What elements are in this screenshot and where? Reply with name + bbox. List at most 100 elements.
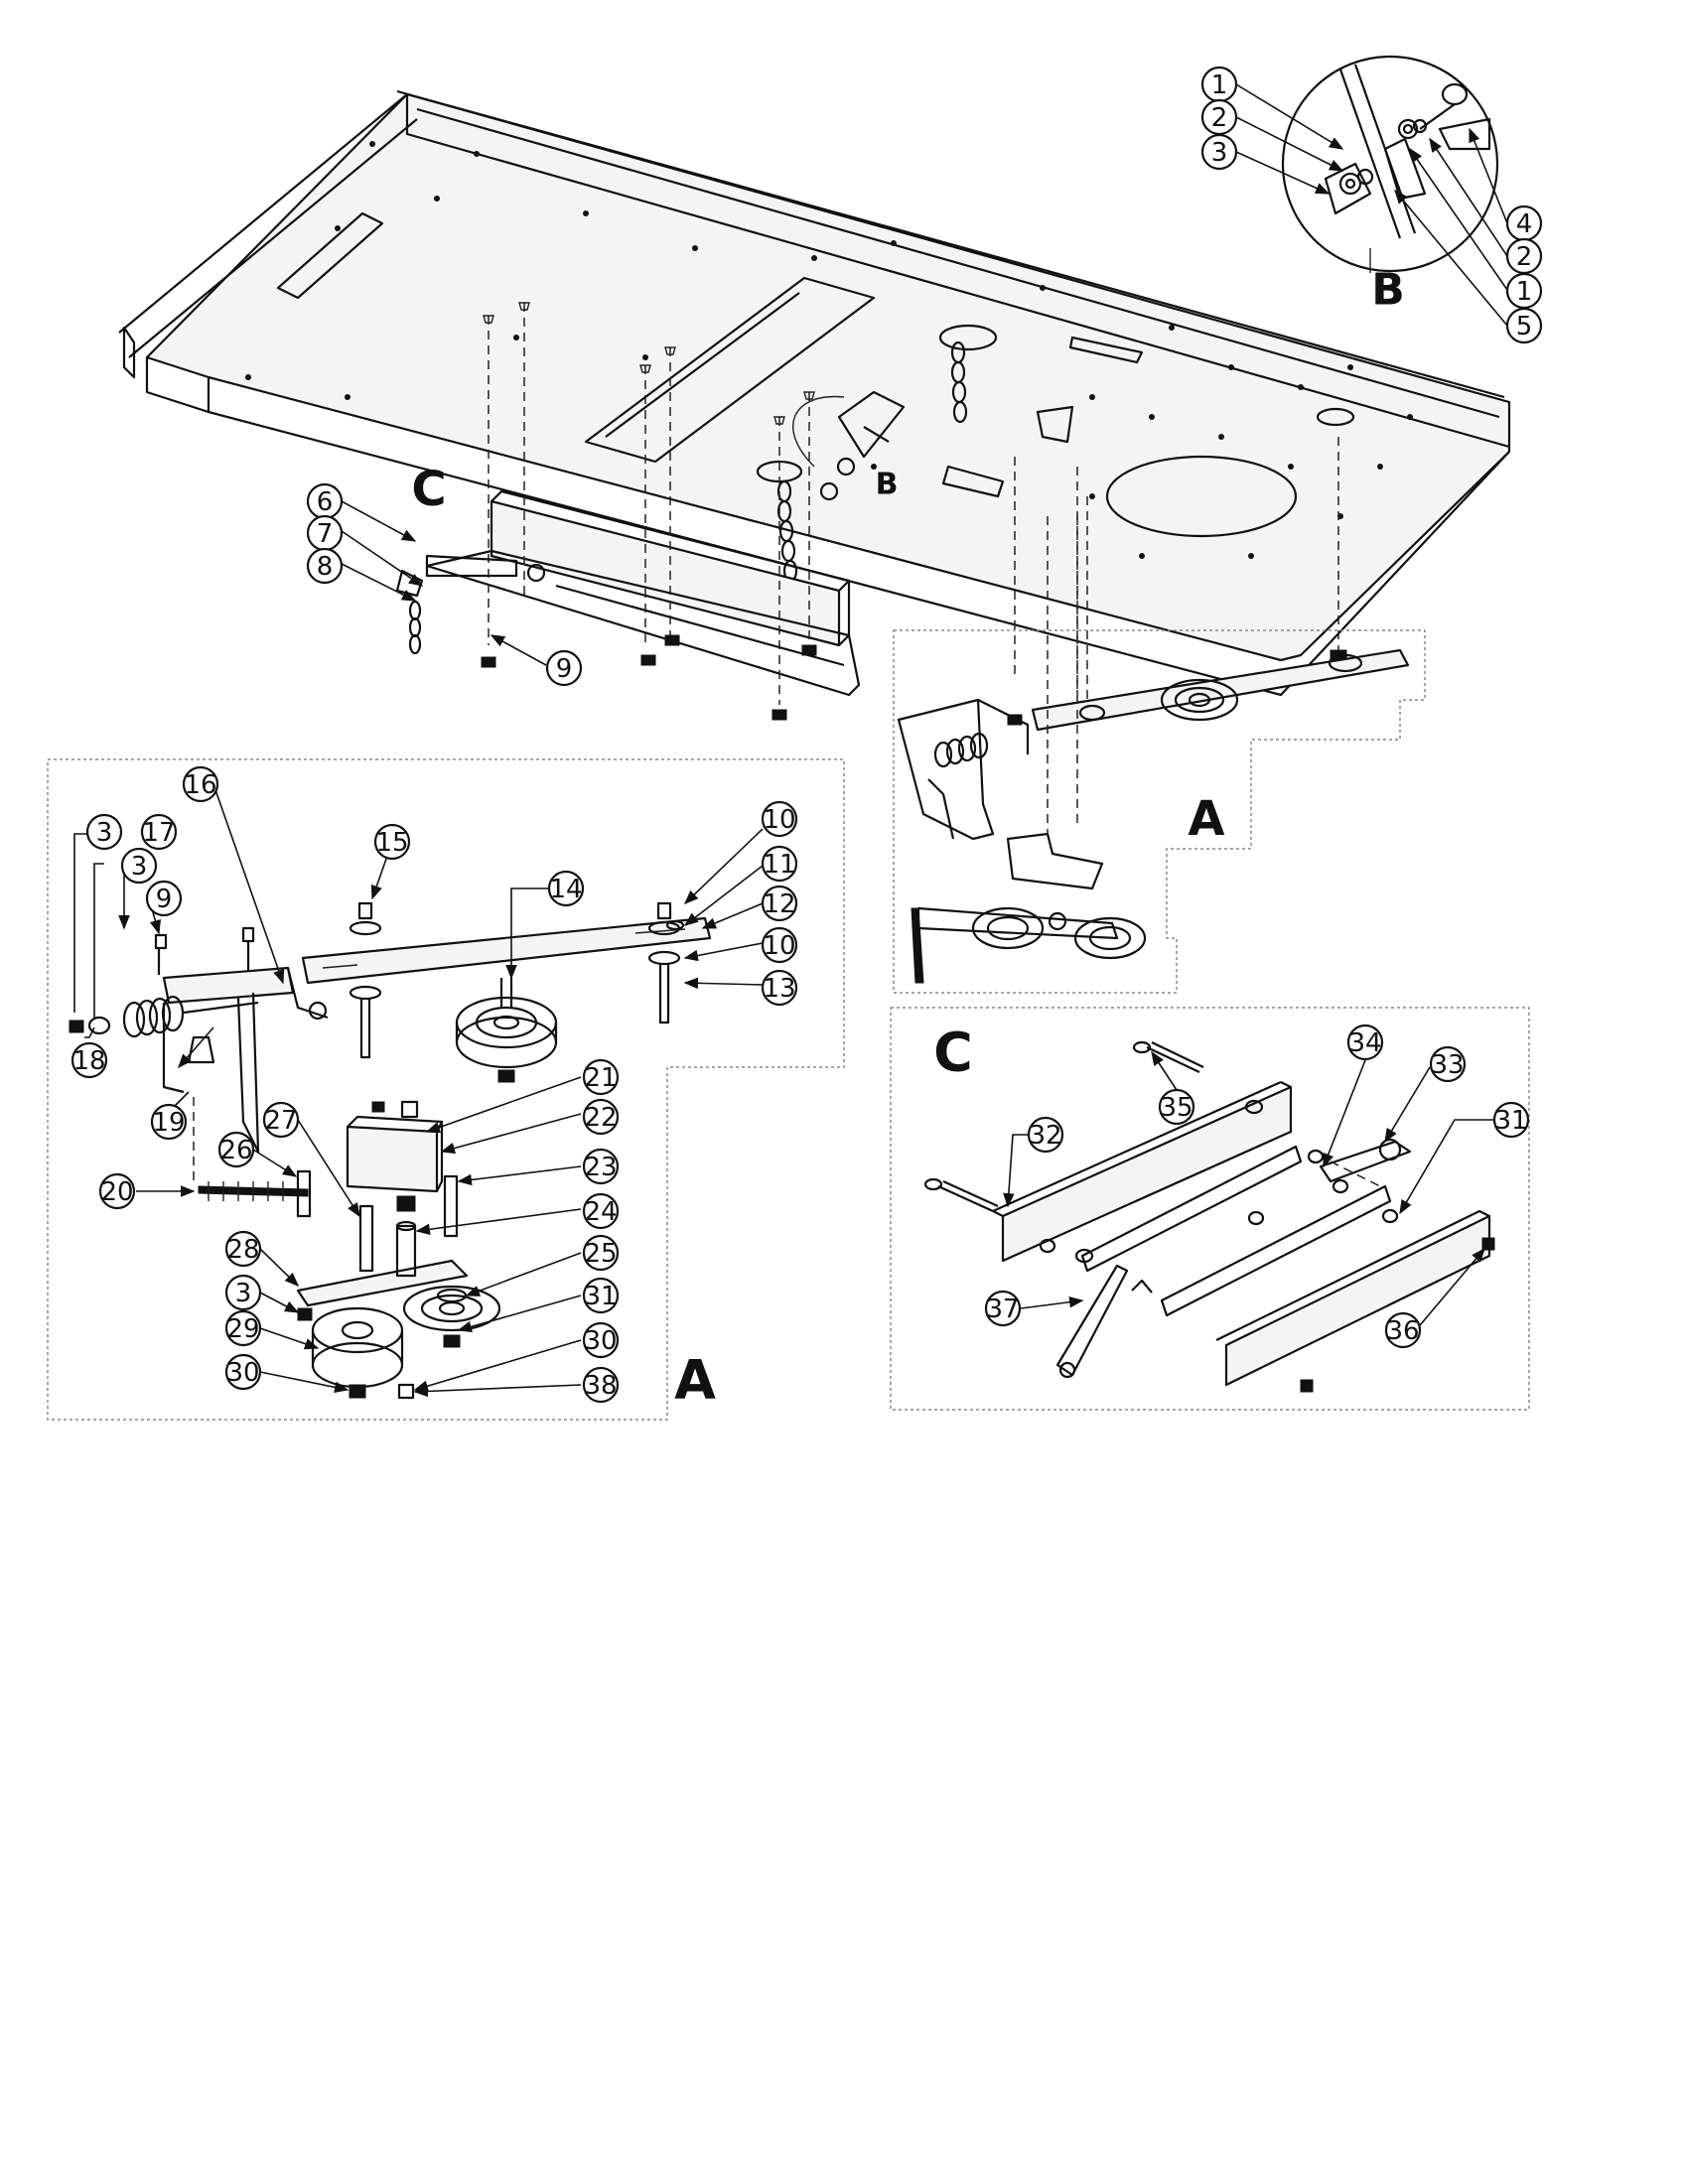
callout-a-13: 13 xyxy=(761,969,798,1007)
svg-text:11: 11 xyxy=(763,850,795,880)
callout-c-36: 36 xyxy=(1384,1311,1422,1349)
main-callouts: 6 7 8 9 xyxy=(306,482,583,687)
svg-text:17: 17 xyxy=(142,818,175,848)
detail-b-label: B xyxy=(1371,265,1405,316)
main-idler-arm xyxy=(1031,648,1410,732)
flat-pulley xyxy=(311,1306,404,1354)
callout-b-3: 3 xyxy=(1200,133,1238,171)
svg-text:4: 4 xyxy=(1516,209,1533,239)
svg-text:26: 26 xyxy=(219,1136,252,1165)
svg-text:1: 1 xyxy=(1516,277,1533,307)
svg-text:32: 32 xyxy=(1029,1121,1061,1151)
svg-text:5: 5 xyxy=(1516,312,1533,341)
detail-c-frame xyxy=(890,1007,1530,1411)
detail-a-callouts: 3 17 3 9 16 15 14 10 11 12 10 13 18 19 2… xyxy=(70,765,798,1412)
back-rail xyxy=(396,89,1510,449)
svg-text:23: 23 xyxy=(584,1153,617,1182)
svg-text:6: 6 xyxy=(317,487,334,517)
svg-text:19: 19 xyxy=(152,1108,185,1138)
v-pulley xyxy=(402,1285,501,1332)
callout-a-25: 25 xyxy=(582,1234,620,1272)
callout-a-10b: 10 xyxy=(761,926,798,964)
callout-c-35: 35 xyxy=(1158,1088,1195,1126)
callout-a-16: 16 xyxy=(182,765,219,803)
svg-text:8: 8 xyxy=(317,552,334,582)
callout-6: 6 xyxy=(306,482,344,520)
detail-a-frame xyxy=(47,758,845,1421)
callout-a-20: 20 xyxy=(98,1172,136,1210)
callout-c-33: 33 xyxy=(1429,1045,1467,1083)
svg-text:28: 28 xyxy=(226,1235,259,1265)
callout-a-23: 23 xyxy=(582,1148,620,1185)
callout-b-4: 4 xyxy=(1505,205,1543,242)
callout-a-17: 17 xyxy=(140,813,178,851)
svg-text:15: 15 xyxy=(375,828,408,858)
detail-b-callouts: 1 2 3 4 2 1 5 B xyxy=(1200,66,1543,344)
svg-text:7: 7 xyxy=(317,519,334,549)
chain-right xyxy=(950,341,968,424)
svg-text:3: 3 xyxy=(96,818,113,848)
svg-text:31: 31 xyxy=(1494,1106,1527,1136)
svg-text:18: 18 xyxy=(72,1046,105,1076)
b-bracket xyxy=(837,390,906,459)
svg-text:2: 2 xyxy=(1211,103,1228,133)
detail-a-parts xyxy=(69,901,712,1400)
svg-text:9: 9 xyxy=(156,885,173,914)
callout-a-14: 14 xyxy=(547,870,585,907)
rail-left xyxy=(1001,1085,1293,1263)
callout-a-28: 28 xyxy=(224,1230,262,1268)
svg-text:3: 3 xyxy=(235,1279,252,1308)
callout-9: 9 xyxy=(545,649,583,687)
svg-text:14: 14 xyxy=(549,875,582,904)
callout-a-18: 18 xyxy=(70,1041,108,1079)
callout-a-27: 27 xyxy=(262,1101,300,1139)
idler-pulley xyxy=(455,996,558,1049)
svg-text:10: 10 xyxy=(763,805,795,835)
c-arm-left xyxy=(425,554,518,578)
detail-c-callouts: 34 33 35 32 31 37 36 C xyxy=(933,1022,1530,1349)
callout-a-31: 31 xyxy=(582,1277,620,1314)
main-spring xyxy=(933,732,989,768)
callout-a-15: 15 xyxy=(373,823,411,861)
callout-c-34: 34 xyxy=(1346,1024,1384,1061)
main-view-label-c: C xyxy=(411,462,446,517)
svg-text:12: 12 xyxy=(763,889,795,919)
callout-c-32: 32 xyxy=(1027,1116,1064,1154)
spring-bracket xyxy=(162,966,295,1005)
svg-text:22: 22 xyxy=(584,1103,617,1133)
svg-text:31: 31 xyxy=(584,1282,617,1311)
svg-text:20: 20 xyxy=(100,1177,133,1207)
svg-text:1: 1 xyxy=(1211,70,1228,100)
callout-a-21: 21 xyxy=(582,1058,620,1096)
svg-text:3: 3 xyxy=(1211,138,1228,168)
svg-text:30: 30 xyxy=(226,1358,259,1388)
svg-text:16: 16 xyxy=(184,770,216,800)
callout-a-30b: 30 xyxy=(224,1353,262,1391)
callout-a-38: 38 xyxy=(582,1366,620,1404)
main-view-label-a: A xyxy=(1188,791,1224,847)
detail-c-label: C xyxy=(933,1022,973,1084)
svg-text:3: 3 xyxy=(131,852,148,882)
callout-a-29: 29 xyxy=(224,1309,262,1347)
detail-a-label: A xyxy=(674,1349,716,1412)
idler-arm xyxy=(301,916,712,985)
callout-a-3b: 3 xyxy=(120,847,158,885)
callout-b-1b: 1 xyxy=(1505,272,1543,310)
callout-b-1: 1 xyxy=(1200,66,1238,103)
svg-text:35: 35 xyxy=(1160,1093,1193,1123)
callout-a-3: 3 xyxy=(85,813,123,851)
svg-text:9: 9 xyxy=(556,654,573,684)
svg-text:30: 30 xyxy=(584,1326,617,1356)
callout-a-10: 10 xyxy=(761,800,798,838)
detail-c-parts xyxy=(923,1040,1495,1393)
svg-text:21: 21 xyxy=(584,1063,617,1093)
callout-a-11: 11 xyxy=(761,845,798,883)
spring xyxy=(122,995,185,1038)
callout-b-2b: 2 xyxy=(1505,237,1543,275)
deck-opening xyxy=(1105,455,1298,538)
deck-holes xyxy=(245,141,1413,559)
rail-right xyxy=(1224,1214,1491,1387)
callout-b-2: 2 xyxy=(1200,98,1238,136)
callout-a-30: 30 xyxy=(582,1321,620,1359)
tension-spring xyxy=(198,1181,309,1201)
